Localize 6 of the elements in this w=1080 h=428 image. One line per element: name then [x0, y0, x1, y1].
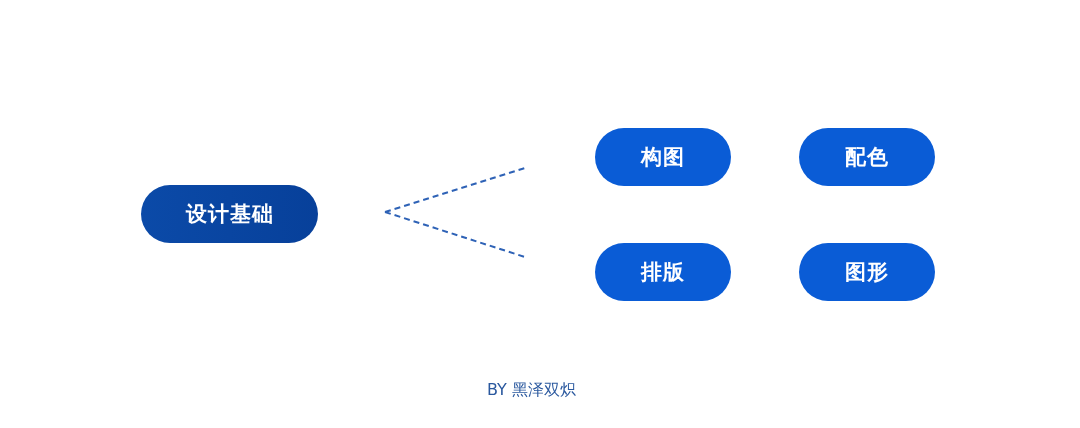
topic-pill: 设计基础: [141, 185, 318, 243]
subtopic-pill: 排版: [595, 243, 731, 301]
author-credit: BY 黑泽双炽: [487, 380, 576, 401]
subtopic-pill: 配色: [799, 128, 935, 186]
subtopic-pill: 图形: [799, 243, 935, 301]
subtopic-pill: 构图: [595, 128, 731, 186]
